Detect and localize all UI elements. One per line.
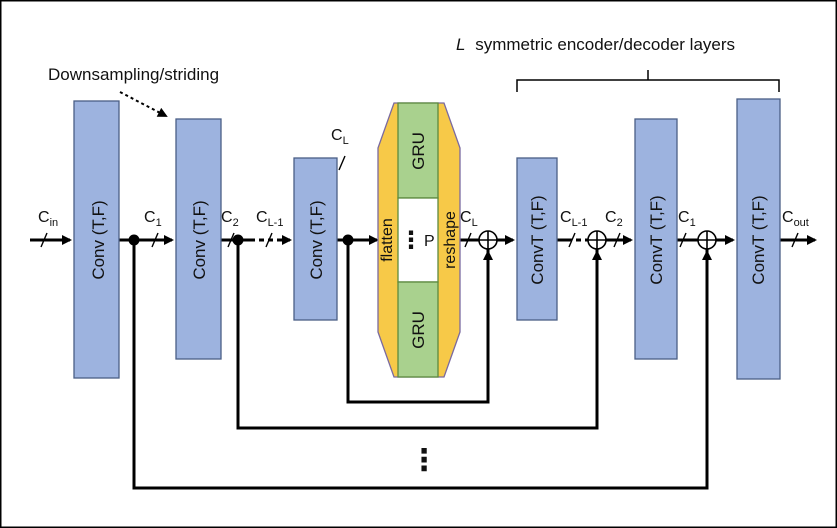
encoder-block-3: Conv (T,F) (293, 157, 338, 321)
channel-slash (613, 232, 621, 248)
channel-slash (791, 232, 799, 248)
channel-slash (338, 155, 346, 171)
skip-connection-1 (132, 240, 709, 490)
sum-node-1 (697, 230, 717, 250)
decoder-block-1: ConvT (T,F) (516, 157, 558, 321)
layers-note: L symmetric encoder/decoder layers (456, 35, 735, 54)
downsampling-arrow (119, 91, 168, 117)
gru-top-block (397, 102, 439, 199)
decoder-block-3: ConvT (T,F) (736, 98, 781, 380)
bottleneck-block: GRU ⋮ P GRU flatten reshape (377, 102, 461, 378)
channel-slash (265, 232, 273, 248)
channel-slash (40, 232, 48, 248)
channel-label-in: Cin (38, 209, 58, 229)
channel-label-L: CL (460, 209, 478, 229)
sum-node-L (478, 230, 498, 250)
branch-dot-2 (232, 234, 244, 246)
branch-dot-L (342, 234, 354, 246)
channel-label-L-1: CL-1 (256, 209, 283, 229)
channel-label-L-top: CL (331, 127, 349, 147)
channel-slash (568, 232, 576, 248)
p-region (397, 197, 439, 283)
decoder-block-label: ConvT (T,F) (749, 195, 768, 284)
decoder-block-label: ConvT (T,F) (528, 195, 547, 284)
channel-slash (464, 232, 472, 248)
channel-slash (151, 232, 159, 248)
branch-dot-1 (128, 234, 140, 246)
reshape-label: reshape (442, 211, 459, 269)
channel-label-dec-1: C1 (678, 209, 696, 229)
skip-ellipsis: ⋮ (409, 444, 439, 477)
sum-node-2 (587, 230, 607, 250)
channel-label-dec-L-1: CL-1 (560, 209, 587, 229)
gru-bottom-label: GRU (409, 311, 428, 349)
p-dots: ⋮ (399, 227, 423, 254)
skip-connection-L (346, 240, 490, 404)
skip-connection-2 (236, 240, 599, 430)
flatten-label: flatten (379, 218, 396, 262)
encoder-block-1: Conv (T,F) (73, 100, 120, 379)
channel-label-2: C2 (221, 209, 239, 229)
decoder-block-2: ConvT (T,F) (634, 118, 678, 360)
layers-note-text: symmetric encoder/decoder layers (475, 35, 735, 54)
channel-label-out: Cout (782, 209, 809, 229)
encoder-block-label: Conv (T,F) (190, 200, 209, 279)
channel-slash (227, 232, 235, 248)
decoder-block-label: ConvT (T,F) (647, 195, 666, 284)
channel-label-dec-2: C2 (605, 209, 623, 229)
encoder-block-label: Conv (T,F) (89, 200, 108, 279)
layers-symbol: L (456, 35, 465, 54)
gru-bottom-block (397, 281, 439, 378)
channel-slash (679, 232, 687, 248)
gru-top-label: GRU (409, 132, 428, 170)
channel-label-1: C1 (144, 209, 162, 229)
encoder-block-2: Conv (T,F) (175, 118, 222, 360)
p-label: P (424, 233, 435, 250)
encoder-block-label: Conv (T,F) (307, 200, 326, 279)
decoder-bracket (516, 70, 780, 92)
downsampling-label: Downsampling/striding (48, 65, 219, 84)
